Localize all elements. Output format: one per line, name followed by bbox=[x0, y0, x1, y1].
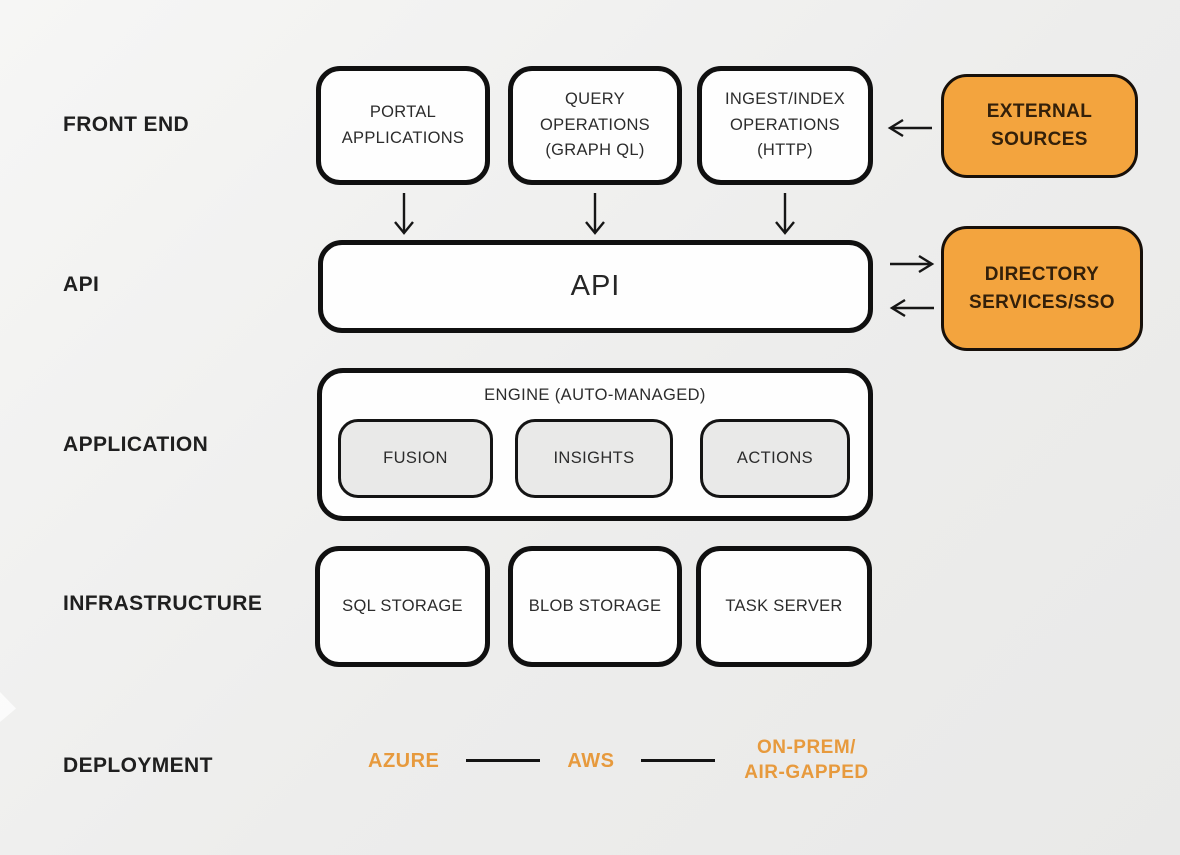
layer-label-api: API bbox=[63, 273, 100, 296]
arrow-down-icon bbox=[583, 192, 607, 236]
page-curl-artifact bbox=[0, 692, 16, 722]
deployment-row: AZURE AWS ON-PREM/ AIR-GAPPED bbox=[368, 736, 870, 785]
deploy-target-aws: AWS bbox=[567, 749, 615, 772]
layer-label-infrastructure: INFRASTRUCTURE bbox=[63, 592, 263, 615]
layer-label-application: APPLICATION bbox=[63, 433, 209, 456]
node-api: API bbox=[318, 240, 873, 333]
node-task-server: TASK SERVER bbox=[696, 546, 872, 667]
layer-label-front-end: FRONT END bbox=[63, 113, 190, 136]
module-actions: ACTIONS bbox=[700, 419, 850, 498]
arrow-down-icon bbox=[773, 192, 797, 236]
layer-label-deployment: DEPLOYMENT bbox=[63, 754, 213, 777]
module-insights: INSIGHTS bbox=[515, 419, 673, 498]
node-blob-storage: BLOB STORAGE bbox=[508, 546, 682, 667]
deploy-connector-line bbox=[466, 759, 541, 763]
module-fusion: FUSION bbox=[338, 419, 493, 498]
node-query-operations: QUERY OPERATIONS (GRAPH QL) bbox=[508, 66, 682, 185]
deploy-target-azure: AZURE bbox=[368, 749, 440, 772]
deploy-target-on-prem: ON-PREM/ AIR-GAPPED bbox=[744, 737, 869, 783]
node-directory-services-sso: DIRECTORY SERVICES/SSO bbox=[941, 226, 1143, 351]
node-ingest-index-operations: INGEST/INDEX OPERATIONS (HTTP) bbox=[697, 66, 873, 185]
arrow-down-icon bbox=[392, 192, 416, 236]
arrow-right-icon bbox=[888, 252, 936, 276]
deploy-connector-line bbox=[641, 759, 716, 763]
node-external-sources: EXTERNAL SOURCES bbox=[941, 74, 1138, 178]
arrow-left-icon bbox=[886, 116, 934, 140]
node-portal-applications: PORTAL APPLICATIONS bbox=[316, 66, 490, 185]
engine-title: ENGINE (AUTO-MANAGED) bbox=[484, 386, 706, 404]
arrow-left-icon bbox=[888, 296, 936, 320]
node-sql-storage: SQL STORAGE bbox=[315, 546, 490, 667]
engine-container: ENGINE (AUTO-MANAGED) FUSION INSIGHTS AC… bbox=[317, 368, 873, 521]
